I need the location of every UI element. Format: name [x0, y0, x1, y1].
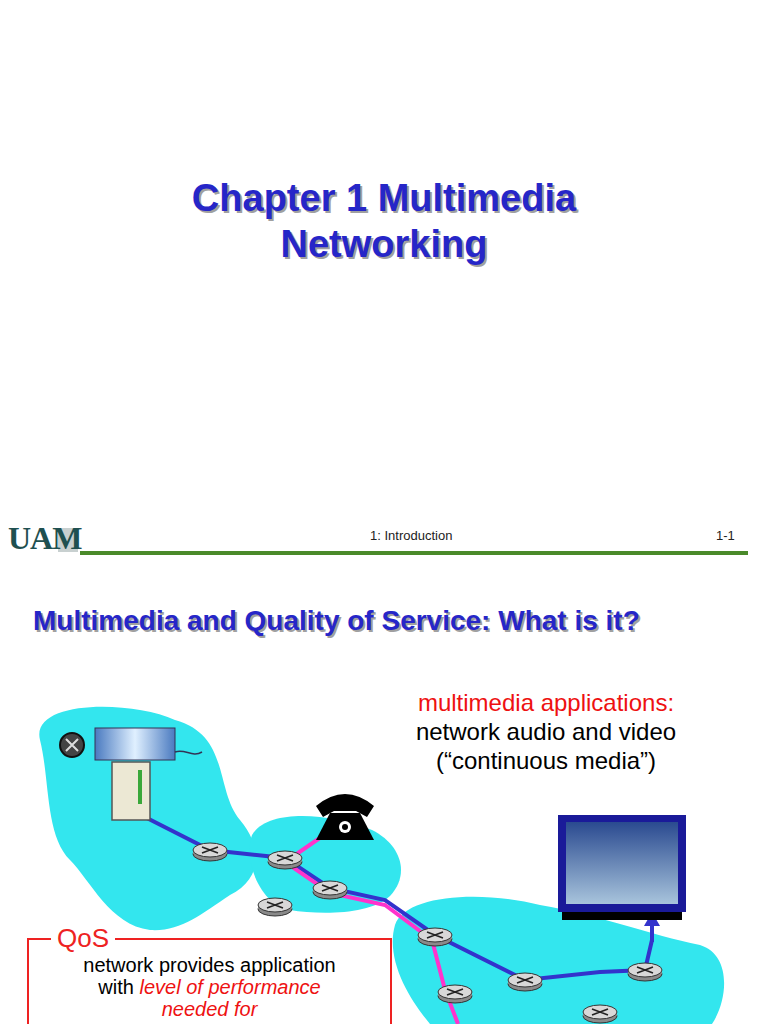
logo-text: UAM	[8, 520, 81, 556]
emphasis-text: level of performance needed for	[139, 976, 320, 1020]
description: network audio and video (“continuous med…	[416, 718, 676, 774]
network-cloud	[393, 897, 724, 1024]
speaker	[60, 733, 84, 757]
box-heading: QoS	[51, 922, 115, 954]
description-text: multimedia applications: network audio a…	[396, 688, 696, 775]
slide-title: Multimedia and Quality of Service: What …	[33, 604, 723, 638]
box-body: network provides application with level …	[72, 954, 347, 1020]
tv-monitor	[558, 815, 686, 920]
network-cloud	[39, 707, 256, 930]
page-number: 1-1	[716, 528, 735, 544]
server-box	[112, 762, 150, 820]
footer-text: 1: Introduction	[370, 528, 452, 544]
slide-title: Chapter 1 Multimedia Networking	[160, 175, 608, 267]
highlight-term: multimedia applications:	[418, 689, 674, 716]
qos-box: QoSnetwork provides application with lev…	[27, 938, 392, 1024]
telephone	[316, 794, 374, 840]
footer-rule	[80, 551, 748, 555]
media-panel	[95, 728, 175, 760]
